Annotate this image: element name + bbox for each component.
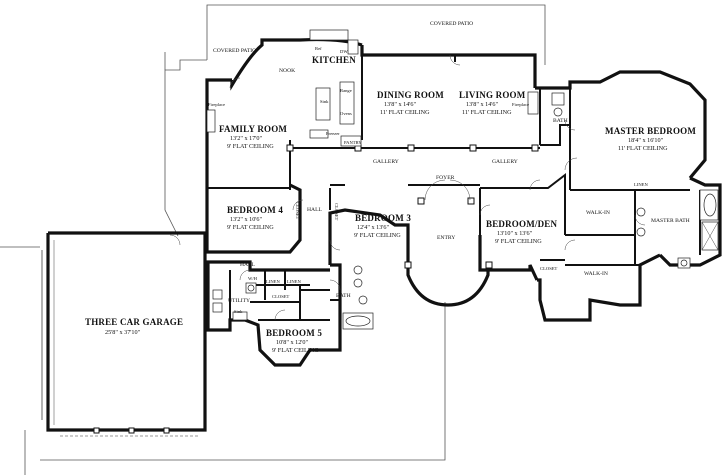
master-bedroom-dims: 18'4" x 16'10"	[628, 137, 664, 144]
family-room-name: FAMILY ROOM	[219, 124, 287, 134]
garage	[41, 231, 207, 437]
bedroom-den-name: BEDROOM/DEN	[486, 219, 558, 229]
gallery-left-label: GALLERY	[373, 159, 399, 165]
master-bedroom-ceiling: 11' FLAT CEILING	[618, 145, 668, 152]
bedroom-4-dims: 13'2" x 10'6"	[230, 216, 263, 223]
bedroom-3-dims: 12'4" x 13'6"	[357, 224, 390, 231]
family-room-dims: 13'2" x 17'0"	[230, 135, 263, 142]
foyer-label: FOYER	[436, 175, 455, 181]
bedroom-3-ceiling: 9' FLAT CEILING	[354, 232, 401, 239]
garage-name: THREE CAR GARAGE	[85, 317, 183, 327]
columns	[286, 144, 539, 269]
gallery-right-label: GALLERY	[492, 159, 518, 165]
kitchen-label: KITCHEN	[312, 55, 356, 65]
wh-label: W/H	[248, 276, 258, 281]
closet-b5-label: CLOSET	[272, 294, 290, 299]
hall-2-label: HALL	[240, 262, 255, 268]
sink-label: Sink	[320, 99, 329, 104]
covered-patio-left-label: COVERED PATIO	[213, 48, 256, 54]
dining-room-name: DINING ROOM	[377, 90, 444, 100]
bedroom-5-ceiling: 9' FLAT CEILING	[272, 347, 319, 354]
driveway-outline	[0, 246, 446, 475]
bedroom-den-ceiling: 9' FLAT CEILING	[495, 238, 542, 245]
closet-den-label: CLOSET	[540, 266, 558, 271]
fireplace-living-label: Fireplace	[512, 102, 529, 107]
bedroom-4-name: BEDROOM 4	[227, 205, 283, 215]
bath-1-label: BATH	[553, 118, 568, 124]
dining-room-ceiling: 11' FLAT CEILING	[380, 109, 430, 116]
dw-label: DW	[340, 49, 348, 54]
linen-1-label: LINEN	[266, 279, 280, 284]
bath-fixtures	[212, 92, 719, 330]
living-room-name: LIVING ROOM	[459, 90, 526, 100]
util-sink-label: Sink	[234, 309, 243, 314]
door-swings	[169, 54, 646, 321]
garage-dims: 25'8" x 37'10"	[105, 329, 141, 336]
linen-master-label: LINEN	[634, 182, 648, 187]
interior-walls	[207, 55, 701, 321]
range-label: Range	[340, 88, 352, 93]
bedroom-den-dims: 13'10" x 13'6"	[497, 230, 533, 237]
living-room-ceiling: 11' FLAT CEILING	[462, 109, 512, 116]
linen-2-label: LINEN	[287, 279, 301, 284]
ref-label: Ref	[315, 46, 322, 51]
fireplace-family-label: Fireplace	[208, 102, 225, 107]
closet-b4-label: CLOSET	[295, 202, 300, 220]
closet-b3-label: CLOSET	[334, 203, 339, 221]
walk-in-1-label: WALK-IN	[586, 210, 610, 216]
dining-room-dims: 13'8" x 14'6"	[384, 101, 417, 108]
hall-1-label: HALL	[307, 207, 322, 213]
fireplaces	[206, 91, 539, 133]
pantry-label: PANTRY	[344, 140, 362, 145]
living-room-dims: 13'8" x 14'6"	[466, 101, 499, 108]
walk-in-2-label: WALK-IN	[584, 271, 608, 277]
nook-label: NOOK	[279, 68, 295, 74]
exterior-walls	[205, 37, 722, 367]
bedroom-4-ceiling: 9' FLAT CEILING	[227, 224, 274, 231]
bedroom-5-name: BEDROOM 5	[266, 328, 322, 338]
utility-label: UTILITY	[228, 298, 250, 304]
master-bedroom-name: MASTER BEDROOM	[605, 126, 696, 136]
family-room-ceiling: 9' FLAT CEILING	[227, 143, 274, 150]
kitchen-fixtures	[309, 29, 362, 147]
freezer-label: Freezer	[326, 131, 340, 136]
bath-2-label: BATH	[336, 293, 351, 299]
patio-outline	[164, 4, 546, 237]
bedroom-5-dims: 10'8" x 12'0"	[276, 339, 309, 346]
master-bath-label: MASTER BATH	[651, 218, 690, 224]
room-labels: COVERED PATIO COVERED PATIO NOOK KITCHEN…	[85, 21, 696, 354]
entry-label: ENTRY	[437, 235, 455, 241]
ovens-label: Ovens	[340, 111, 352, 116]
covered-patio-top-label: COVERED PATIO	[430, 21, 473, 27]
bedroom-3-name: BEDROOM 3	[355, 213, 411, 223]
